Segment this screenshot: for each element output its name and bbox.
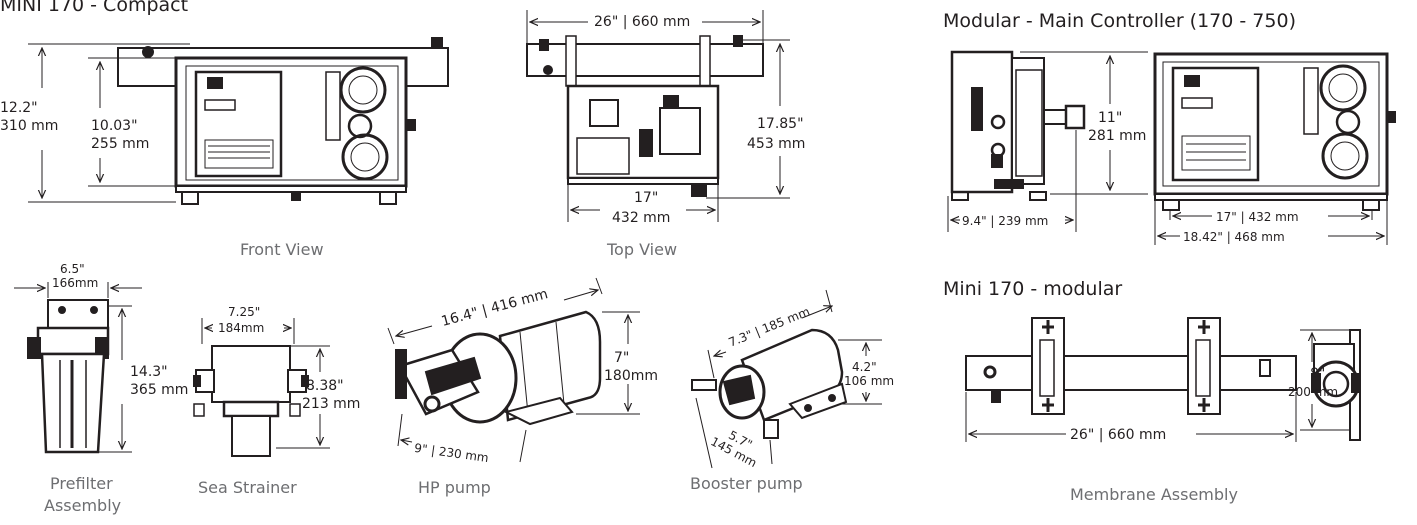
hp-pump-height-inches: 7" <box>614 350 630 366</box>
membrane-drawing <box>965 317 1361 441</box>
front-view-dimension-lines <box>28 43 190 203</box>
top-depth-inches: 17.85" <box>757 116 804 132</box>
hp-pump-dimension-lines <box>387 277 640 463</box>
controller-side-dimension-lines <box>947 51 1148 232</box>
controller-front-dimension-lines <box>1154 200 1388 245</box>
strainer-height-mm: 213 mm <box>302 396 361 412</box>
front-height-inner-mm: 255 mm <box>91 136 150 152</box>
sea-strainer-caption: Sea Strainer <box>198 478 297 497</box>
controller-width-inner: 17" | 432 mm <box>1216 210 1299 224</box>
prefilter-width-inches: 6.5" <box>60 262 85 276</box>
front-height-outer-mm: 310 mm <box>0 118 59 134</box>
membrane-length: 26" | 660 mm <box>1070 427 1167 443</box>
top-width-label: 26" | 660 mm <box>594 14 691 30</box>
booster-pump-drawing <box>691 328 848 439</box>
strainer-width-inches: 7.25" <box>228 305 261 319</box>
membrane-height-mm: 200 mm <box>1288 385 1339 399</box>
prefilter-width-mm: 166mm <box>52 276 99 290</box>
prefilter-caption-line1: Prefilter <box>50 474 113 493</box>
controller-width-outer: 18.42" | 468 mm <box>1183 230 1285 244</box>
controller-side-depth: 9.4" | 239 mm <box>962 214 1049 228</box>
hp-pump-height-mm: 180mm <box>604 368 658 384</box>
top-view-caption: Top View <box>607 240 678 259</box>
top-view-dimension-lines <box>526 10 790 222</box>
hp-pump-caption: HP pump <box>418 478 491 497</box>
top-depth-mm: 453 mm <box>747 136 806 152</box>
membrane-assembly-caption: Membrane Assembly <box>1070 485 1238 504</box>
controller-side-drawing <box>950 50 1086 201</box>
top-view-drawing <box>526 35 764 197</box>
strainer-height-inches: 8.38" <box>306 378 344 394</box>
strainer-width-mm: 184mm <box>218 321 265 335</box>
top-frame-inches: 17" <box>634 190 659 206</box>
prefilter-height-mm: 365 mm <box>130 382 189 398</box>
sea-strainer-dimension-lines <box>201 318 330 449</box>
sea-strainer-drawing <box>193 345 309 457</box>
compact-section-title: MINI 170 - Compact <box>0 0 189 16</box>
hp-pump-drawing <box>395 310 602 426</box>
prefilter-dimension-lines <box>14 282 142 453</box>
modular-controller-section-title: Modular - Main Controller (170 - 750) <box>943 10 1296 32</box>
mini-modular-section-title: Mini 170 - modular <box>943 278 1123 300</box>
controller-height-mm: 281 mm <box>1088 128 1147 144</box>
front-view-caption: Front View <box>240 240 324 259</box>
booster-pump-height-inches: 4.2" <box>852 360 877 374</box>
booster-pump-height-mm: 106 mm <box>844 374 895 388</box>
prefilter-drawing <box>27 299 110 454</box>
front-height-outer-inches: 12.2" <box>0 100 38 116</box>
prefilter-height-inches: 14.3" <box>130 364 168 380</box>
top-frame-mm: 432 mm <box>612 210 671 226</box>
booster-pump-dimension-lines <box>695 289 882 469</box>
controller-height-inches: 11" <box>1098 110 1123 126</box>
membrane-height-inches: 8" <box>1310 366 1326 382</box>
front-height-inner-inches: 10.03" <box>91 118 138 134</box>
front-view-drawing <box>117 37 449 205</box>
booster-pump-caption: Booster pump <box>690 474 803 493</box>
prefilter-caption-line2: Assembly <box>44 496 122 515</box>
controller-front-drawing <box>1153 52 1396 211</box>
membrane-dimension-lines <box>965 329 1350 442</box>
